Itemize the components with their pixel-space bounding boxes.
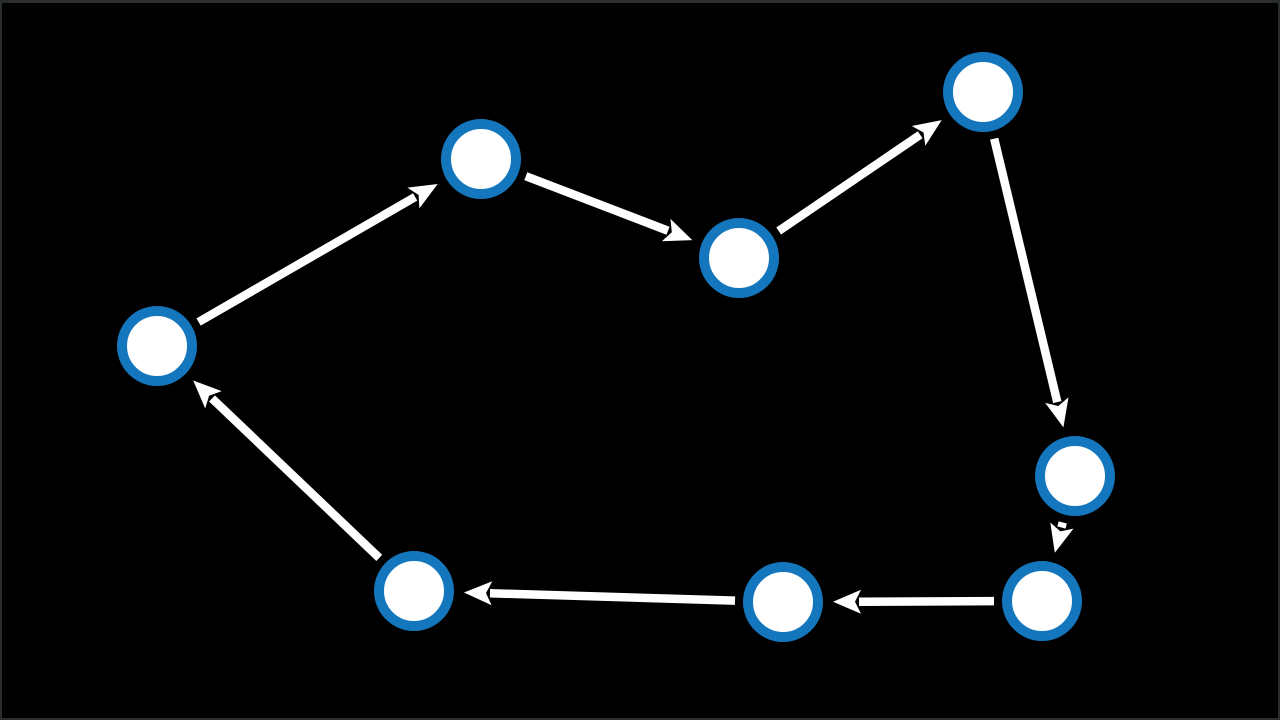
edge-arrow-node-8-to-node-1 <box>776 120 942 235</box>
edge-shaft <box>1057 521 1067 529</box>
edge-arrowhead <box>407 184 438 209</box>
graph-node-bottom-left <box>374 551 454 631</box>
edge-shaft <box>196 193 418 326</box>
edge-shaft <box>990 137 1062 404</box>
edge-shaft <box>858 596 995 606</box>
edge-arrow-node-7-to-node-8 <box>524 172 693 242</box>
edge-arrowhead <box>1050 522 1074 553</box>
graph-node-top-right <box>943 52 1023 132</box>
graph-node-left <box>117 306 197 386</box>
graph-node-bottom-middle <box>743 562 823 642</box>
edge-arrowhead <box>1045 397 1069 428</box>
edge-arrowhead <box>661 218 693 242</box>
edge-arrowhead <box>464 581 493 606</box>
edge-arrowhead <box>833 589 861 614</box>
graph-node-bottom-right <box>1002 561 1082 641</box>
edge-shaft <box>524 172 670 235</box>
edge-arrow-node-3-to-node-4 <box>833 589 995 614</box>
edge-arrow-node-1-to-node-2 <box>990 137 1069 428</box>
edge-arrow-node-6-to-node-7 <box>196 184 438 326</box>
edge-arrow-node-2-to-node-3 <box>1050 521 1074 553</box>
edge-shaft <box>489 589 736 605</box>
graph-node-middle <box>699 218 779 298</box>
edges-layer <box>193 120 1074 614</box>
edge-arrowhead <box>193 380 222 409</box>
edge-shaft <box>209 395 383 561</box>
graph-node-upper-left <box>441 119 521 199</box>
graph-node-right <box>1035 436 1115 516</box>
nodes-layer <box>117 52 1115 642</box>
edge-arrowhead <box>911 120 942 146</box>
edge-arrow-node-4-to-node-5 <box>464 581 736 606</box>
edge-arrow-node-5-to-node-6 <box>193 380 383 561</box>
edge-shaft <box>776 131 923 235</box>
